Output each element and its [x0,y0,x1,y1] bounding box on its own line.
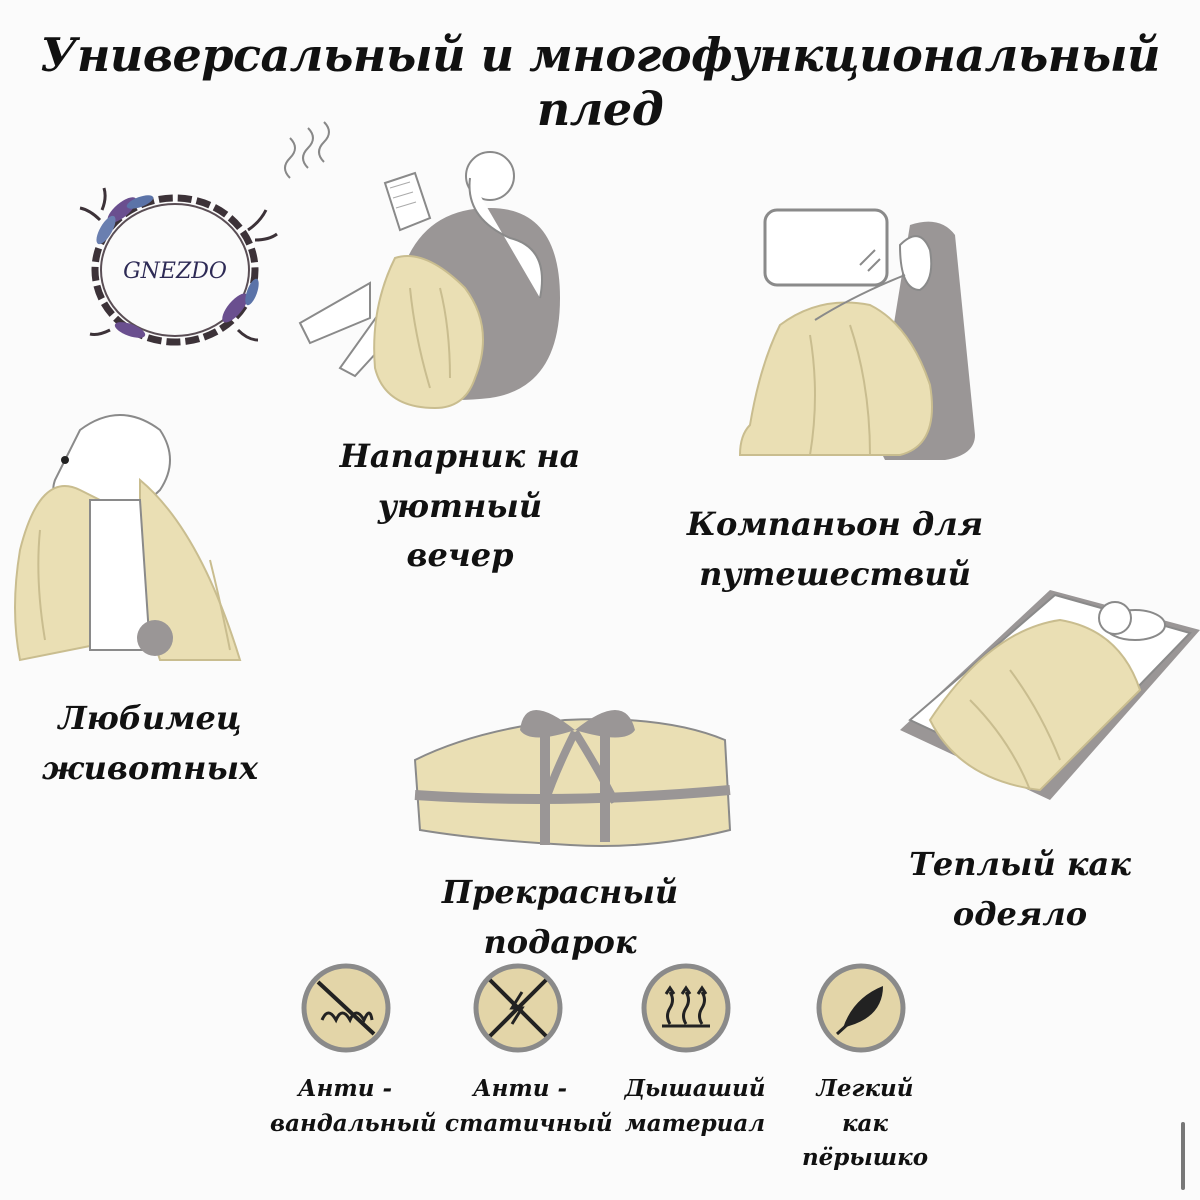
anti-static-icon [473,963,563,1053]
caption-evening-line1: Напарник на [339,437,581,475]
gift-illustration [413,710,732,847]
scroll-indicator[interactable] [1181,1122,1185,1190]
feature-label-breathable: Дышаший материал [624,1075,766,1137]
reading-woman-illustration [284,121,560,410]
dog-illustration [14,414,242,662]
feather-icon [816,963,906,1053]
caption-travel-line1: Компаньон для [686,505,984,543]
caption-pets-line2: животных [41,748,259,787]
caption-pets: Любимец животных [35,694,265,793]
caption-evening: Напарник на уютный вечер [320,432,600,581]
page-title: Универсальный и многофункциональный плед [40,28,1160,136]
bed-illustration [900,590,1200,800]
anti-vandal-icon [301,963,391,1053]
breathable-icon [641,963,731,1053]
logo-text: GNEZDO [123,259,227,284]
feature-label-anti-static: Анти - статичный [445,1075,613,1137]
gnezdo-logo: GNEZDO [79,187,278,346]
caption-travel: Компаньон для путешествий [680,500,990,599]
caption-evening-line2: уютный вечер [377,486,543,575]
caption-travel-line2: путешествий [699,554,971,593]
feature-label-feather: Легкий как пёрышко [801,1075,929,1171]
feature-label-anti-vandal: Анти - вандальный [270,1075,437,1137]
caption-pets-line1: Любимец [58,699,242,737]
travel-woman-illustration [738,208,975,460]
caption-warm: Теплый как одеяло [909,845,1131,933]
caption-gift: Прекрасный подарок [441,873,679,961]
